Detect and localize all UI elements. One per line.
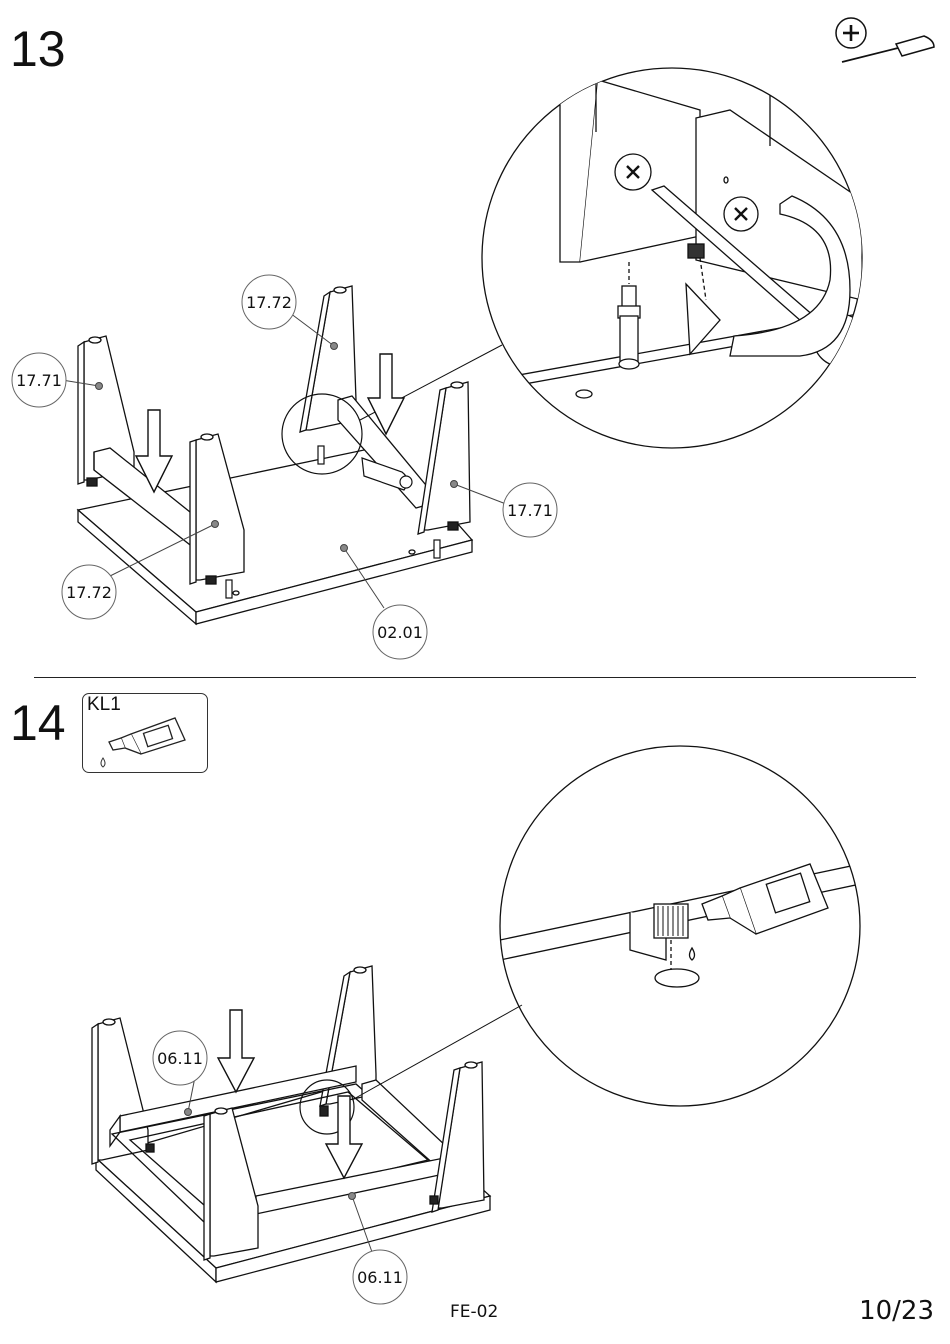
callout-label: 17.72: [246, 293, 292, 312]
leg-1771-right: [418, 382, 470, 534]
frame-assembly-14: [92, 966, 490, 1282]
callout-label: 06.11: [157, 1049, 203, 1068]
down-arrow-14a: [218, 1010, 254, 1092]
leg-1772-front: [190, 434, 244, 584]
callout-label: 17.71: [507, 501, 553, 520]
callout-label: 06.11: [357, 1268, 403, 1287]
phillips-screwdriver-icon: [836, 18, 934, 62]
callout-label: 17.72: [66, 583, 112, 602]
callout-label: 17.71: [16, 371, 62, 390]
callout-label: 02.01: [377, 623, 423, 642]
detail-leader-14: [352, 1005, 522, 1100]
